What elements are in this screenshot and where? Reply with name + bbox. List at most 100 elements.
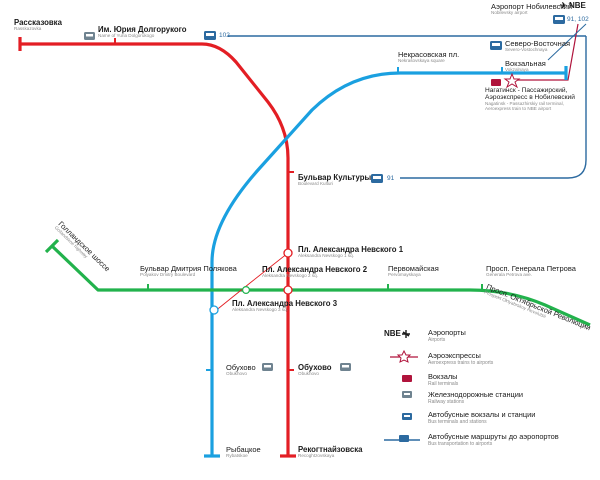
legend-label-ru: Автобусные вокзалы и станции <box>428 410 536 419</box>
station-name-en: Rasskazovka <box>14 26 42 32</box>
legend-airport-code: NBE <box>384 329 401 338</box>
airport-code-text: NBE <box>568 1 586 10</box>
train-icon <box>340 363 351 371</box>
transfer-link <box>213 252 289 313</box>
legend-label-ru: Вокзалы <box>428 372 458 381</box>
station-name-en: Pervomayskaya <box>388 271 421 277</box>
legend-airplane-icon <box>402 330 410 338</box>
train-icon <box>84 32 95 40</box>
station-name-en: Generala Petrova ave. <box>486 271 532 277</box>
station-name-ru: Пл. Александра Невского 1 <box>298 245 404 254</box>
legend-rail-terminals: Вокзалы Rail terminals <box>428 372 458 387</box>
legend-airports: Аэропорты Airports <box>428 328 466 343</box>
legend-bus-terminals: Автобусные вокзалы и станции Bus termina… <box>428 410 535 425</box>
transfer-nevskogo3 <box>209 305 219 315</box>
legend-label-ru: Железнодорожные станции <box>428 390 524 399</box>
bus-route-number: 102 <box>219 32 230 39</box>
legend-label-en: Railway stations <box>428 399 465 405</box>
bus-route-number: 91, 102 <box>567 16 589 23</box>
legend-railway-stations: Железнодорожные станции Railway stations <box>428 390 523 405</box>
station-name-en: Nekrasovskaya square <box>398 57 445 63</box>
station-name-en: Nobilevsky airport <box>491 9 528 15</box>
station-rasskazovka: Рассказовка Rasskazovka <box>14 18 62 32</box>
station-name-ru: Пл. Александра Невского 2 <box>262 265 368 274</box>
legend-bus-routes: Автобусные маршруты до аэропортов Bus tr… <box>428 432 568 447</box>
station-nevskogo1: Пл. Александра Невского 1 Aleksandra Nev… <box>298 245 404 259</box>
station-name-en: Recoghtzovskaya <box>298 453 335 459</box>
station-obukhovo-red: Обухово Obukhovo <box>298 363 332 377</box>
transfer-nevskogo2 <box>283 285 293 295</box>
legend-aeroexpress: Аэроэкспрессы Aeroexpress trains to airp… <box>428 351 493 366</box>
station-rybatskoe: Рыбацкое Rybatskoe <box>226 446 261 459</box>
legend-bus-terminal-icon <box>402 413 412 420</box>
bus-icon <box>490 41 502 50</box>
station-name-ru: Просп. Генерала Петрова <box>486 264 576 273</box>
station-name-ru: Вокзальная <box>505 59 546 68</box>
legend-label-en: Rail terminals <box>428 381 459 387</box>
rail-terminal-icon <box>491 79 501 86</box>
station-name-ru: Некрасовская пл. <box>398 50 460 59</box>
station-severo-vostochnaya: Северо-Восточная Severo-Vostochnaya <box>505 40 570 53</box>
station-name-en: Nagatinsk - Passazhirskiy rail terminal,… <box>485 100 564 111</box>
station-name-en: Aleksandra Nevskogo 2 sq. <box>262 273 318 279</box>
station-rekogt: Рекогтнайзовска Recoghtzovskaya <box>298 445 363 459</box>
station-name-en: Obukhovo <box>298 371 319 377</box>
aeroexpress-star-icon <box>503 72 521 89</box>
airport-code: ✈ NBE <box>560 1 586 10</box>
station-name-ru: Нагатинск - Пассажирский, Аэроэкспресс в… <box>485 87 575 101</box>
station-generala-petrova: Просп. Генерала Петрова Generala Petrova… <box>486 265 576 278</box>
station-name-ru: Обухово <box>226 363 256 372</box>
station-nevskogo3: Пл. Александра Невского 3 Aleksandra Nev… <box>232 299 337 313</box>
station-name-en: Severo-Vostochnaya <box>505 46 548 52</box>
bus-route-right <box>400 36 587 179</box>
transfer-green <box>242 286 251 295</box>
legend-label-ru: Аэроэкспрессы <box>428 351 481 360</box>
green-line <box>50 244 591 327</box>
station-name-ru: Рекогтнайзовска <box>298 445 363 454</box>
station-nevskogo2: Пл. Александра Невского 2 Aleksandra Nev… <box>262 265 368 279</box>
legend-label-ru: Аэропорты <box>428 328 466 337</box>
legend-label-en: Bus transportation to airports <box>428 441 493 447</box>
station-name-ru: Бульвар Культуры <box>298 173 372 182</box>
station-name-ru: Им. Юрия Долгорукого <box>98 25 187 34</box>
station-name-ru: Аэропорт Нобилевский <box>491 2 573 11</box>
station-obukhovo-blue: Обухово Obukhovo <box>226 364 256 377</box>
red-line <box>20 42 290 456</box>
station-nobilevsky: Аэропорт Нобилевский Nobilevsky airport <box>491 3 572 16</box>
train-icon <box>262 363 273 371</box>
station-name-en: Aleksandra Nevskogo 3 sq. <box>232 307 288 313</box>
station-bulvar-kultury: Бульвар Культуры Boulevard Kulturi <box>298 173 372 187</box>
station-polyakova: Бульвар Дмитрия Полякова Polyakov Dmitry… <box>140 265 237 278</box>
station-name-ru: Первомайская <box>388 264 439 273</box>
station-name-ru: Рассказовка <box>14 18 62 27</box>
station-pervomayskaya: Первомайская Pervomayskaya <box>388 265 439 278</box>
legend-label-en: Aeroexpress trains to airports <box>428 360 494 366</box>
station-name-en: Rybatskoe <box>226 452 248 458</box>
station-name-ru: Рыбацкое <box>226 445 261 454</box>
legend-bus-route-icon <box>384 435 420 442</box>
bus-icon <box>204 31 216 40</box>
station-vokzalnaya: Вокзальная Vokzalnaya <box>505 60 546 73</box>
legend-rail-terminal-icon <box>402 375 412 382</box>
legend-label-ru: Автобусные маршруты до аэропортов <box>428 432 559 441</box>
legend-label-en: Airports <box>428 337 446 343</box>
station-nagatinsk: Нагатинск - Пассажирский, Аэроэкспресс в… <box>485 87 583 111</box>
bus-icon <box>553 15 565 24</box>
station-name-ru: Бульвар Дмитрия Полякова <box>140 264 237 273</box>
legend-aeroexpress-icon <box>390 349 418 363</box>
station-name-en: Name of Yuria Dolgorukogo <box>98 33 155 39</box>
station-nekrasovskaya: Некрасовская пл. Nekrasovskaya square <box>398 51 459 64</box>
station-name-en: Polyakov Dmitry Boulevard <box>140 271 196 277</box>
aeroexpress-line <box>512 23 579 81</box>
transfer-nevskogo1 <box>283 248 293 258</box>
station-name-en: Aleksandra Nevskogo 1 sq. <box>298 253 354 259</box>
station-name-en: Vokzalnaya <box>505 66 529 72</box>
bus-icon <box>371 174 383 183</box>
legend-label-en: Bus terminals and stations <box>428 419 487 425</box>
bus-route-nobilevsky <box>547 23 587 61</box>
station-name-ru: Северо-Восточная <box>505 39 571 48</box>
station-name-en: Obukhovo <box>226 370 247 376</box>
bus-route-number: 91 <box>387 175 395 182</box>
